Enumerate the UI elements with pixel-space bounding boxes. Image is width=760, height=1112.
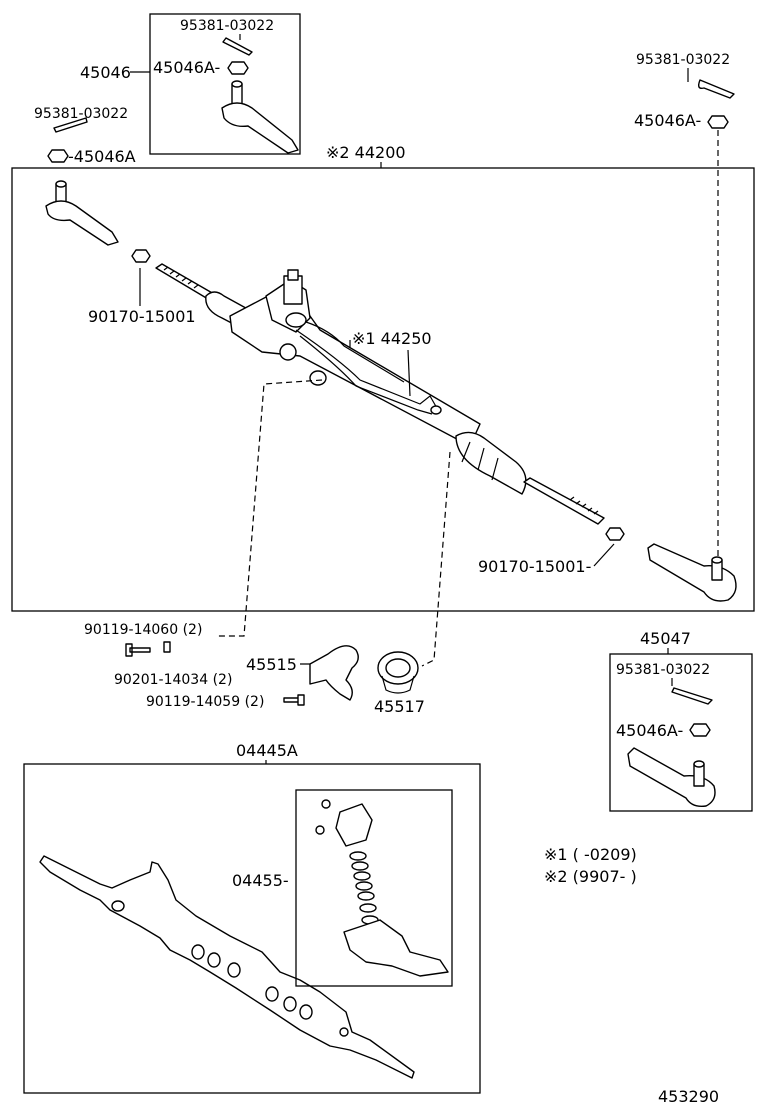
note-1: ※1 ( -0209) — [544, 845, 637, 864]
label-nut-9017-right: 90170-15001- — [478, 557, 591, 576]
label-nut-9017-left: 90170-15001 — [88, 307, 196, 326]
label-grommet-45517: 45517 — [374, 697, 425, 716]
tie-rod-end-left-icon — [45, 180, 119, 246]
cotter-pin-right-icon — [697, 79, 735, 99]
label-tie-rod-end-lh: 45046 — [80, 63, 131, 82]
bracket-45515-icon — [309, 645, 359, 701]
seal-kit-icon — [315, 799, 449, 977]
tie-rod-end-icon — [221, 80, 299, 154]
label-nut-right: 45046A- — [634, 111, 701, 130]
tie-rod-end-lh-box — [149, 13, 301, 155]
label-bracket-45515: 45515 — [246, 655, 297, 674]
label-nut-14034: 90201-14034 (2) — [114, 672, 232, 688]
label-bolt-14060: 90119-14060 (2) — [84, 622, 202, 638]
label-kit-04445a: 04445A — [236, 741, 298, 760]
label-tie-rod-end-rh: 45047 — [640, 629, 691, 648]
lock-nut-left-icon — [131, 249, 151, 263]
label-nut-rh-box: 45046A- — [616, 721, 683, 740]
tie-rod-end-rh-box — [609, 653, 753, 812]
rack-housing-icon — [155, 263, 605, 525]
note-2: ※2 (9907- ) — [544, 867, 637, 886]
label-cotter-pin-rh-box: 95381-03022 — [616, 662, 710, 678]
label-cotter-pin-top: 95381-03022 — [180, 18, 274, 34]
castle-nut-icon — [227, 61, 249, 75]
tie-rod-end-rh-box-icon — [627, 747, 716, 808]
cotter-pin-left-icon — [53, 117, 88, 133]
castle-nut-right-icon — [707, 115, 729, 129]
gear-assy-box — [11, 167, 755, 612]
lock-nut-right-icon — [605, 527, 625, 541]
cotter-pin-top-icon — [222, 37, 253, 56]
label-kit-04455: 04455- — [232, 871, 289, 890]
label-nut-left: -45046A — [68, 147, 136, 166]
grommet-45517-icon — [377, 651, 419, 694]
kit-04455-box — [295, 789, 453, 987]
diagram-number: 453290 — [658, 1087, 719, 1106]
label-cotter-pin-right: 95381-03022 — [636, 52, 730, 68]
castle-nut-left-icon — [47, 149, 69, 163]
label-cotter-pin-left: 95381-03022 — [34, 106, 128, 122]
label-pipe-assy: ※1 44250 — [352, 329, 432, 348]
tie-rod-end-right-icon — [647, 543, 737, 602]
nut-14034-icon — [163, 641, 171, 653]
rack-cutaway-icon — [39, 855, 415, 1079]
kit-04445a-box — [23, 763, 481, 1094]
label-bolt-14059: 90119-14059 (2) — [146, 694, 264, 710]
label-nut-box: 45046A- — [153, 58, 220, 77]
cotter-pin-rh-box-icon — [671, 687, 713, 705]
bolt-14060-icon — [125, 643, 151, 657]
bolt-14059-icon — [283, 694, 305, 706]
label-gear-assy: ※2 44200 — [326, 143, 406, 162]
castle-nut-rh-box-icon — [689, 723, 711, 737]
